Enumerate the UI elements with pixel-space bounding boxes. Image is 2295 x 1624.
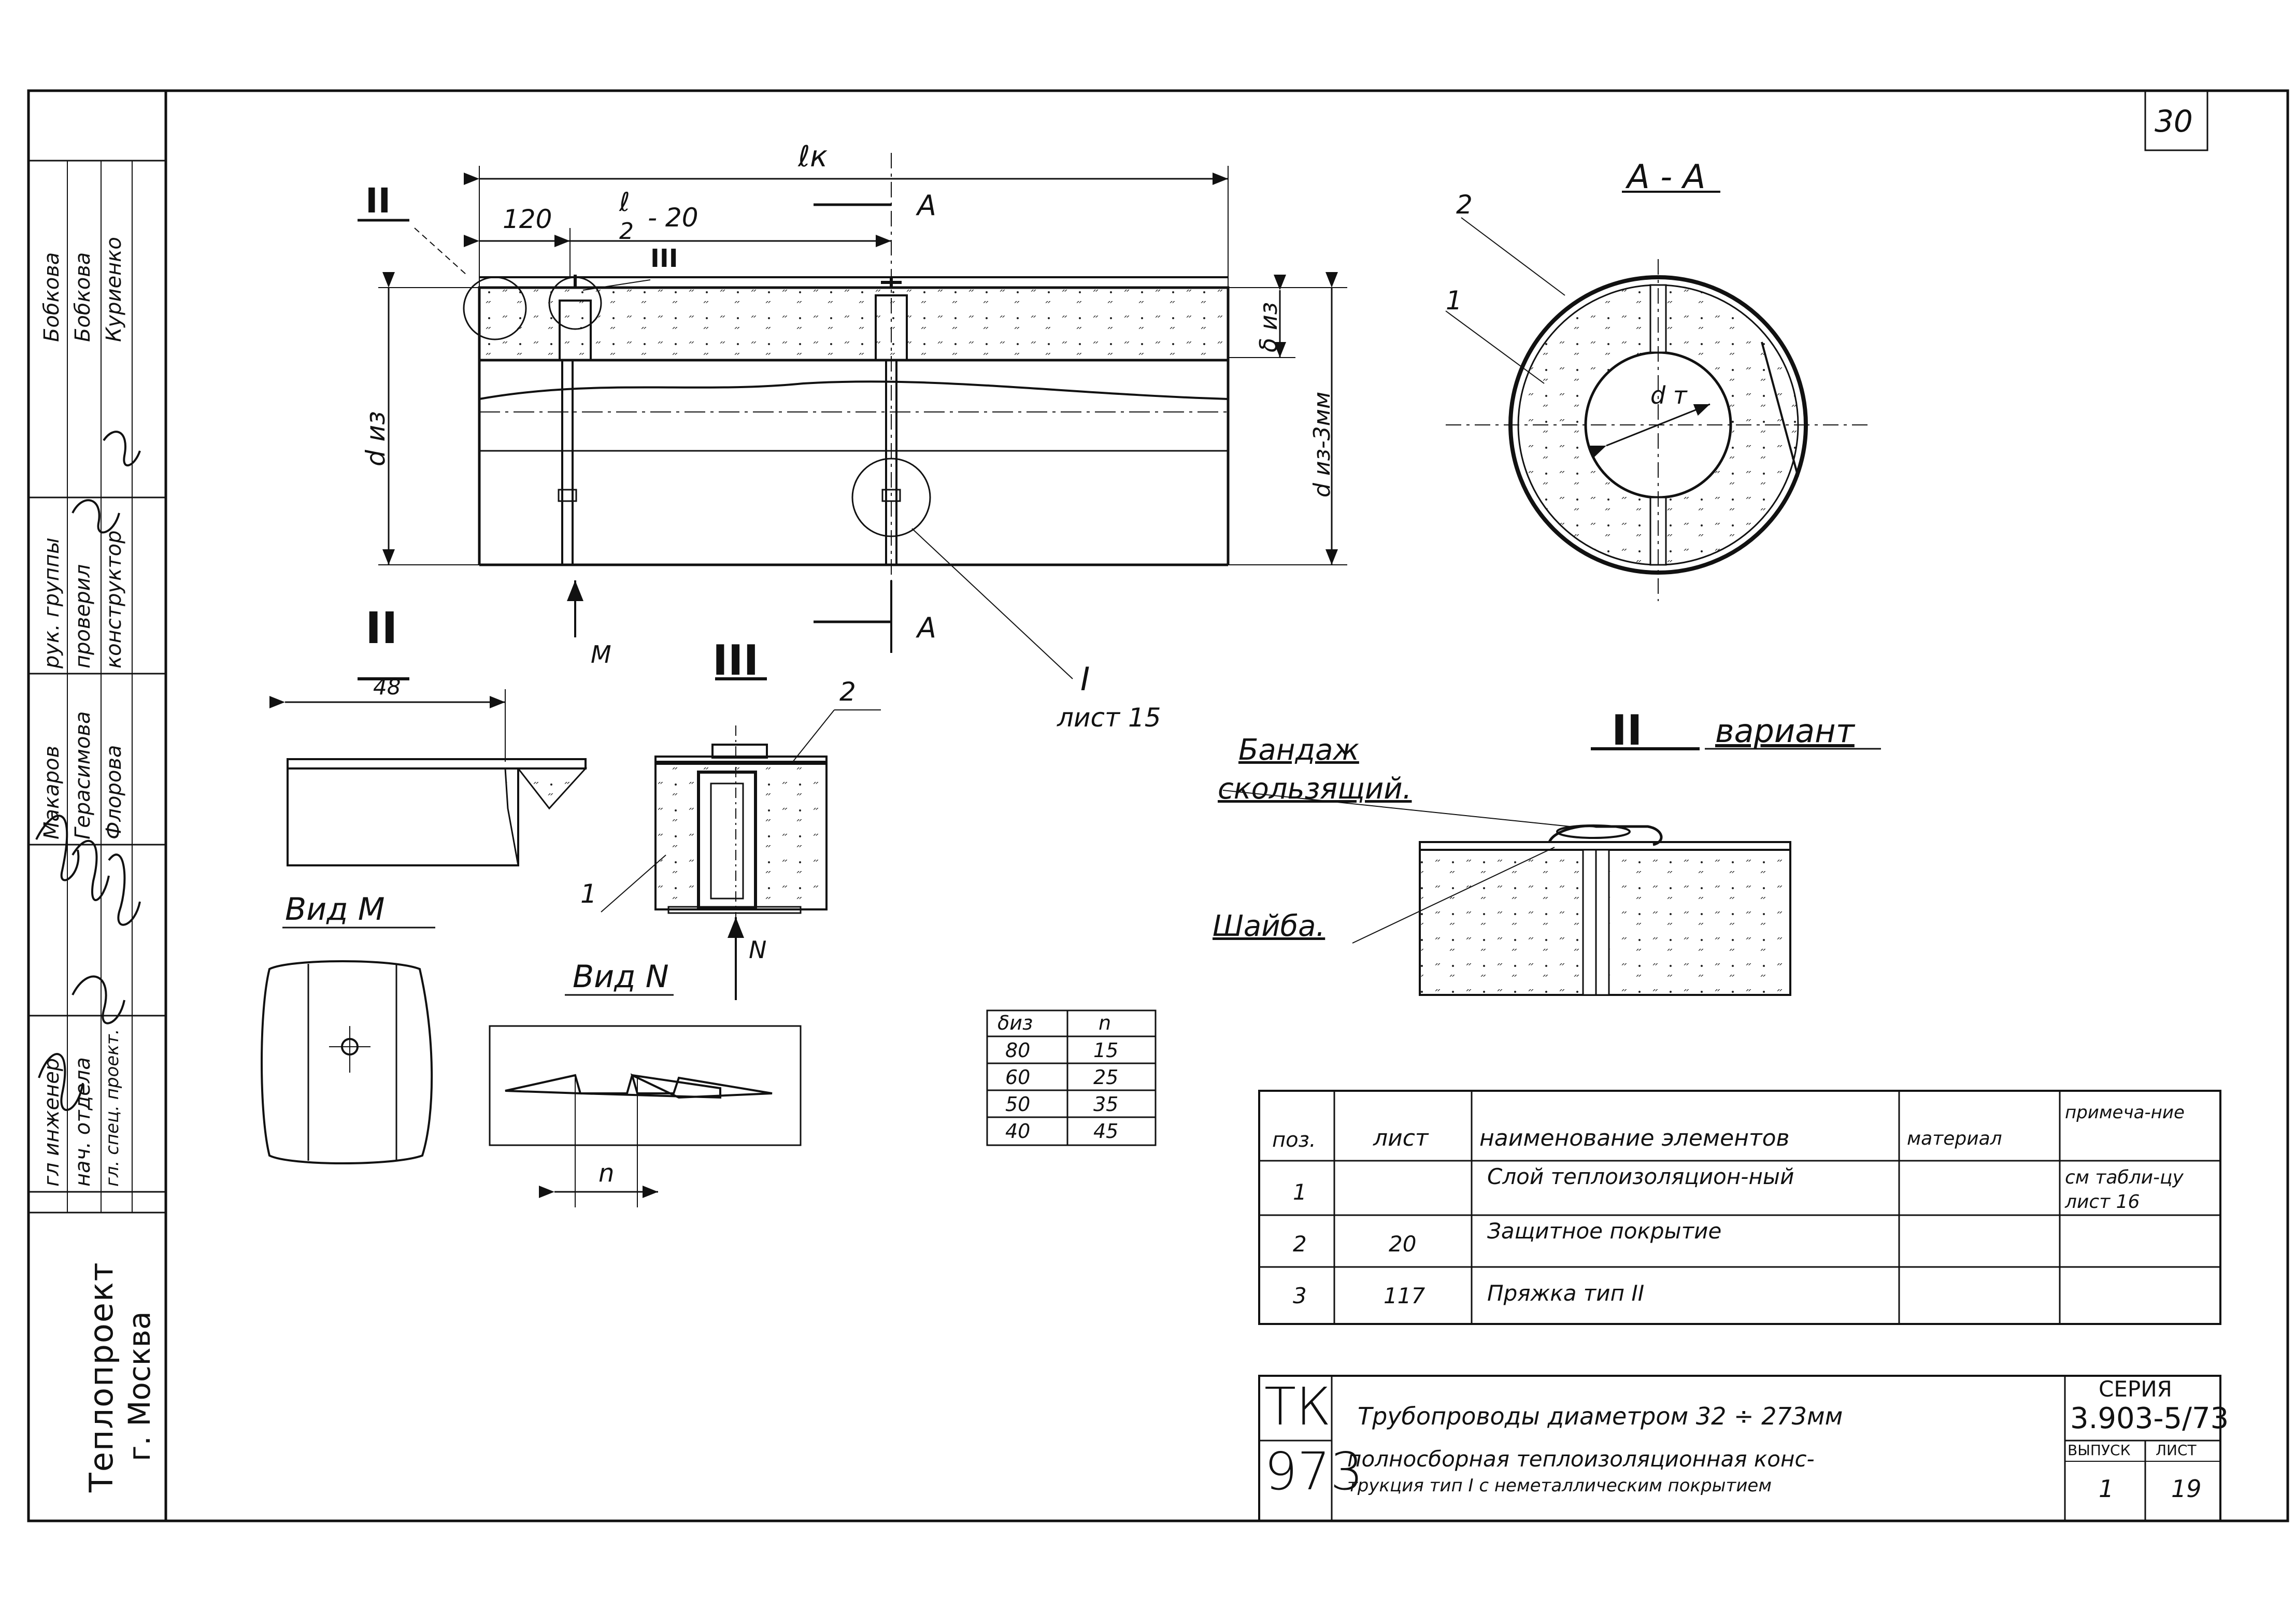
spec-table-grid <box>1258 1090 2221 1325</box>
aa-leader-2: 2 <box>1456 190 1473 220</box>
detail-ii-title: II <box>365 603 398 653</box>
spec-th-note: примеча-ние <box>2065 1102 2185 1123</box>
arrow-n-label: N <box>749 936 767 964</box>
small-cell: 35 <box>1093 1093 1119 1116</box>
stamp-name: Бобкова <box>40 252 64 342</box>
detail-i-sheet: лист 15 <box>1057 703 1161 733</box>
aa-leader-1: 1 <box>1446 286 1462 316</box>
elevation-view <box>358 153 1347 679</box>
title-line-2: полносборная теплоизоляционная конс- <box>1347 1446 1815 1472</box>
sheet-value: 19 <box>2171 1475 2202 1503</box>
detail-iii <box>601 677 881 1000</box>
detail-iii-title: III <box>712 636 759 685</box>
spec-pos: 2 <box>1293 1231 1307 1257</box>
small-cell: 15 <box>1093 1039 1119 1062</box>
org-name: Теплопроект <box>82 1261 120 1492</box>
dim-lk: ℓк <box>798 140 828 174</box>
variant-mark: II <box>1612 706 1643 754</box>
title-line-1: Трубопроводы диаметром 32 ÷ 273мм <box>1358 1402 1843 1430</box>
signature-scribbles <box>35 431 141 1111</box>
stamp-role: конструктор <box>102 530 126 668</box>
dim-d-iz-3: d из-3мм <box>1309 391 1335 497</box>
small-table-grid <box>986 1009 1157 1146</box>
spec-name: Защитное покрытие <box>1487 1218 1722 1244</box>
small-cell: 25 <box>1093 1066 1119 1089</box>
bandage-label-2: скользящий. <box>1218 772 1412 806</box>
small-th-delta: δиз <box>997 1012 1033 1034</box>
sheet-label: ЛИСТ <box>2156 1442 2197 1459</box>
mark-ii-elev: II <box>365 181 391 221</box>
detail-i-mark: I <box>1080 660 1090 698</box>
section-aa <box>1445 191 1871 601</box>
mark-iii-elev: III <box>650 244 678 273</box>
small-cell: 45 <box>1093 1120 1119 1143</box>
dim-delta-iz: δ из <box>1255 302 1282 352</box>
title-block-grid <box>1258 1375 2221 1522</box>
stamp-name: Герасимова <box>71 711 95 839</box>
series-label: СЕРИЯ <box>2099 1376 2172 1402</box>
detail-ii <box>269 677 588 866</box>
dim-n: n <box>598 1159 615 1188</box>
spec-th-pos: поз. <box>1272 1128 1316 1152</box>
stamp-name: Макаров <box>40 745 64 839</box>
title-line-3: трукция тип I с неметаллическим покрытие… <box>1347 1475 1772 1496</box>
small-cell: 80 <box>1005 1039 1031 1062</box>
issue-label: ВЫПУСК <box>2068 1442 2131 1459</box>
spec-name: Слой теплоизоляцион-ный <box>1487 1164 1794 1189</box>
dim-120: 120 <box>503 204 552 234</box>
cut-a-bottom: A <box>917 611 936 644</box>
view-m-title: Вид M <box>285 891 385 928</box>
bandage-label-1: Бандаж <box>1238 733 1359 767</box>
detail-ii-variant <box>1222 747 1881 996</box>
dim-half: 2 <box>619 218 634 245</box>
spec-pos: 3 <box>1293 1283 1307 1308</box>
arrow-m-label: M <box>591 640 611 668</box>
stamp-role: рук. группы <box>40 537 64 668</box>
iii-leader-2: 2 <box>839 677 856 707</box>
stamp-role: нач. отдела <box>71 1057 95 1187</box>
sheet-number: 30 <box>2155 104 2193 139</box>
view-n <box>489 994 802 1207</box>
spec-name: Пряжка тип II <box>1487 1280 1645 1306</box>
spec-pos: 1 <box>1293 1179 1307 1205</box>
small-cell: 40 <box>1005 1120 1031 1143</box>
spec-th-sheet: лист <box>1373 1125 1429 1151</box>
stamp-name: Флорова <box>102 745 126 839</box>
iii-leader-1: 1 <box>580 879 597 909</box>
stamp-role: гл инженер <box>40 1058 64 1187</box>
view-n-title: Вид N <box>573 959 669 995</box>
series-value: 3.903-5/73 <box>2070 1402 2229 1435</box>
view-m <box>261 927 435 1164</box>
dim-minus20: - 20 <box>648 203 699 233</box>
stamp-name: Куриенко <box>102 237 126 342</box>
title-code-bottom: 973 <box>1264 1441 1363 1502</box>
spec-th-material: материал <box>1907 1128 2002 1149</box>
dim-d-iz: d из <box>361 411 391 466</box>
spec-sheet: 20 <box>1389 1231 1417 1257</box>
small-cell: 50 <box>1005 1093 1031 1116</box>
spec-sheet: 117 <box>1384 1283 1426 1308</box>
section-aa-title: A - A <box>1627 158 1706 196</box>
spec-note: см табли-цу лист 16 <box>2065 1167 2184 1213</box>
small-cell: 60 <box>1005 1066 1031 1089</box>
washer-label: Шайба. <box>1213 909 1325 943</box>
stamp-role: гл. спец. проект. <box>102 1029 123 1187</box>
org-city: г. Москва <box>122 1311 157 1461</box>
dim-48: 48 <box>373 674 401 700</box>
title-code-top: ТК <box>1264 1376 1331 1437</box>
stamp-name: Бобкова <box>71 252 95 342</box>
variant-title: вариант <box>1715 712 1855 750</box>
stamp-role: проверил <box>71 564 95 668</box>
dim-d-t: d т <box>1650 381 1687 409</box>
cut-a-top: A <box>917 189 936 222</box>
small-th-n: n <box>1099 1012 1111 1034</box>
spec-th-name: наименование элементов <box>1479 1125 1790 1151</box>
issue-value: 1 <box>2099 1475 2114 1503</box>
dim-l: ℓ <box>619 187 630 217</box>
side-stamp-grid <box>28 160 166 1214</box>
